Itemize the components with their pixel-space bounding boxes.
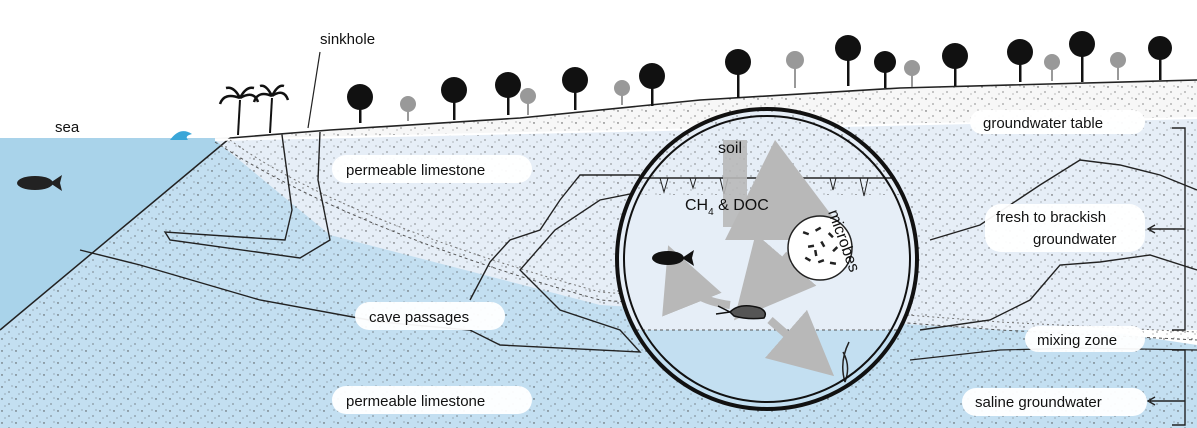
pill-groundwater-table bbox=[970, 110, 1145, 134]
sea-fish-icon bbox=[17, 175, 62, 191]
label-fresh-line1: fresh to brackish bbox=[996, 209, 1106, 226]
mixing-zone-line bbox=[214, 141, 1197, 341]
inset-fish-icon bbox=[652, 250, 694, 266]
label-fresh-line2: groundwater bbox=[1033, 231, 1116, 248]
limestone-stipple bbox=[0, 80, 1197, 428]
inset-label-ch4-sub: 4 bbox=[708, 207, 714, 218]
label-cave-passages: cave passages bbox=[369, 309, 469, 326]
inset-label-ch4-rest: & DOC bbox=[714, 197, 769, 214]
pill-saline-groundwater bbox=[962, 388, 1147, 416]
pill-permeable-limestone-upper bbox=[332, 155, 532, 183]
label-sea: sea bbox=[55, 119, 80, 136]
pill-fresh-groundwater bbox=[985, 204, 1145, 252]
cave-passage-right-lower bbox=[919, 254, 1197, 331]
sinkhole-leader bbox=[307, 51, 321, 129]
inset-label-soil: soil bbox=[718, 140, 742, 157]
sinkhole-shaft bbox=[163, 131, 331, 259]
pill-mixing-zone bbox=[1025, 326, 1145, 352]
pill-cave-passages bbox=[355, 302, 505, 330]
cave-passage-upper bbox=[469, 174, 640, 301]
shrimp-icon bbox=[715, 305, 767, 320]
label-mixing-zone: mixing zone bbox=[1037, 332, 1117, 349]
label-sinkhole: sinkhole bbox=[320, 31, 375, 48]
label-saline-groundwater: saline groundwater bbox=[975, 394, 1102, 411]
label-groundwater-table: groundwater table bbox=[983, 115, 1103, 132]
cave-passage-right-upper bbox=[929, 159, 1197, 241]
label-permeable-limestone-upper: permeable limestone bbox=[346, 162, 485, 179]
cave-passage-lower bbox=[79, 189, 651, 353]
tree-icon bbox=[347, 31, 1172, 123]
inset-label-ch4-main: CH bbox=[685, 197, 708, 214]
pill-permeable-limestone-lower bbox=[332, 386, 532, 414]
seafloor-line bbox=[0, 137, 231, 331]
label-permeable-limestone-lower: permeable limestone bbox=[346, 393, 485, 410]
inset-label-ch4-doc: CH4 & DOC bbox=[685, 197, 769, 218]
ground-surface-line bbox=[229, 79, 1197, 139]
palm-tree-icon bbox=[218, 84, 290, 136]
halocline-line bbox=[229, 139, 1197, 333]
zone-bracket bbox=[1146, 127, 1186, 426]
wave bbox=[170, 131, 192, 140]
